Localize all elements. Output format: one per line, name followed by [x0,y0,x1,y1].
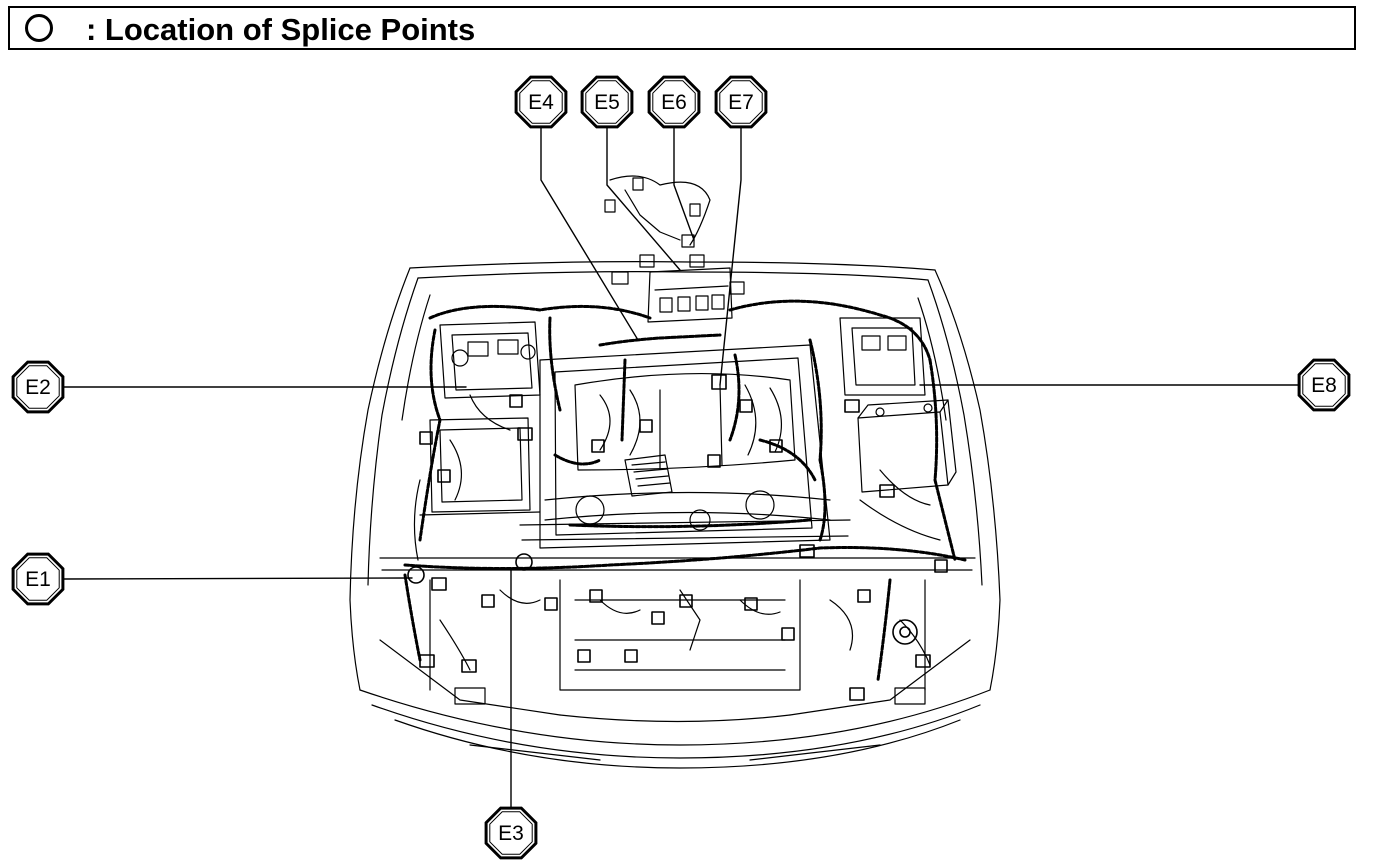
callout-label: E3 [498,822,524,845]
callout-e7: E7 [714,75,768,129]
callout-octagon [11,552,65,606]
callout-label: E6 [661,91,687,114]
callout-octagon-inner [719,80,763,124]
callout-label: E8 [1311,374,1337,397]
thin-wires [413,394,941,671]
callout-octagon [580,75,634,129]
callout-octagon [484,806,538,860]
callout-e3: E3 [484,806,538,860]
page-title: : Location of Splice Points [86,12,476,47]
callout-e2: E2 [11,360,65,414]
callout-octagon [1297,358,1351,412]
callout-octagon-inner [489,811,533,855]
callout-label: E1 [25,568,51,591]
title-bar: : Location of Splice Points [8,6,1356,50]
body-outline [349,261,1001,769]
right-battery-box [839,317,957,493]
callout-octagon [647,75,701,129]
callout-e5: E5 [580,75,634,129]
callout-octagon-inner [1302,363,1346,407]
callout-label: E5 [594,91,620,114]
callout-octagon-inner [519,80,563,124]
leader-lines [63,127,1299,809]
callout-octagon [714,75,768,129]
callout-e8: E8 [1297,358,1351,412]
engine-block [519,344,851,549]
top-connector-group [604,175,745,323]
callout-octagon [514,75,568,129]
callout-octagon [11,360,65,414]
callout-octagon-inner [585,80,629,124]
callout-label: E4 [528,91,554,114]
callout-octagon-inner [16,365,60,409]
callout-octagon-inner [652,80,696,124]
callout-label: E2 [25,376,51,399]
callout-octagon-inner [16,557,60,601]
circle-outline-icon [25,14,53,42]
wire-harness [403,299,967,682]
callout-label: E7 [728,91,754,114]
connectors [407,374,948,701]
left-fuse-box [419,321,541,516]
callout-e6: E6 [647,75,701,129]
callout-e1: E1 [11,552,65,606]
callout-e4: E4 [514,75,568,129]
